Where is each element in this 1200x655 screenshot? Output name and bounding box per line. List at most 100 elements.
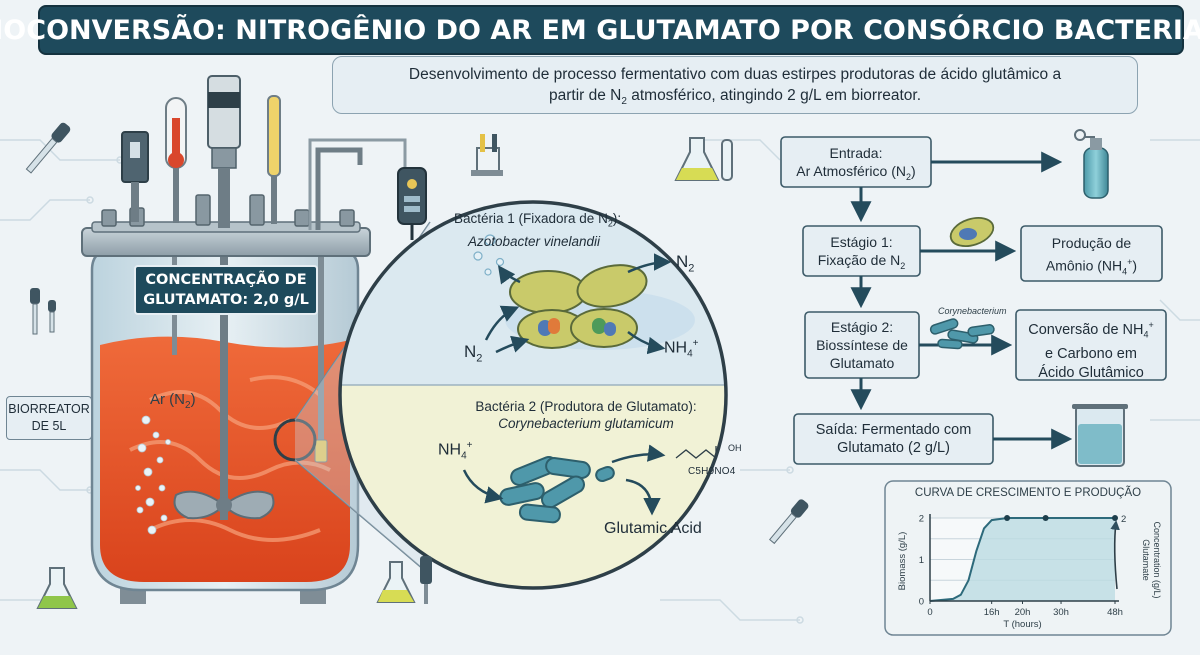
chart-right-tick-label: 2 [1121,514,1126,525]
side-label-line-1: BIORREATOR [8,402,90,416]
chart-title: CURVA DE CRESCIMENTO E PRODUÇÃO [914,487,1142,499]
concentration-label-line-1: CONCENTRAÇÃO DE [145,272,307,288]
producao-subscript: 4 [1122,266,1128,277]
chart-right-label-line-1: Glutamate [1141,539,1151,581]
chart-x-tick-label: 30h [1053,607,1069,618]
zoom-arrows-top [484,253,672,355]
beaker-icon [1072,404,1128,467]
chart-x-tick-label: 48h [1107,607,1123,618]
entrada-line-2: Ar Atmosférico (N2) [781,162,931,186]
nh4-input-label: NH4+ [438,440,473,462]
side-label-line-2: DE 5L [31,419,67,433]
estagio2-line-3: Glutamato [829,355,895,371]
chart-series-line [929,517,1115,602]
flow-arrows [850,151,1073,450]
conversao-text-part: Conversão de NH [1028,321,1144,338]
bacteria-2-line: Bactéria 2 (Produtora de Glutamato): [475,399,697,414]
bacteria-1-line: Bactéria 1 (Fixadora de N2): [454,210,621,233]
saida-text: Saída: Fermentado com Glutamato (2 g/L) [794,421,993,457]
producao-text-part: Amônio (NH [1045,257,1123,274]
chart-x-label: T (hours) [1003,619,1041,630]
estagio1-text: Estágio 1: Fixação de N2 [803,233,920,275]
concentration-label: CONCENTRAÇÃO DE GLUTAMATO: 2,0 g/L [134,265,318,315]
nh4-subscript: 4 [461,450,467,462]
conversao-line-1: Conversão de NH4+ [1016,316,1166,345]
chart-y-tick-label: 2 [919,514,924,525]
motor [207,75,241,228]
entrada-text: Entrada: Ar Atmosférico (N2) [781,144,931,186]
molecule-oh: OH [728,443,742,453]
saida-line-1: Saída: Fermentado com [815,422,972,438]
probe-rod [318,230,324,455]
subtitle-text: atmosférico, atingindo 2 g/L em biorreat… [626,87,922,104]
concentration-label-line-2: GLUTAMATO: 2,0 g/L [143,292,309,308]
gas-cylinder-icon [1074,129,1109,199]
nh4-superscript: + [692,338,699,349]
producao-text-part: ) [1132,257,1138,274]
controller-device [397,167,427,240]
entrada-line-1: Entrada: [829,145,883,161]
box-conversao [1015,309,1167,381]
probe-tip [314,439,328,463]
pipette-icon-left [30,288,56,335]
flask-icon-bottom-left [36,567,78,609]
bacteria-1-text: Bactéria 1 (Fixadora de N [454,211,608,226]
chart-data-point [1042,515,1049,521]
page-title: BIOCONVERSÃO: NITROGÊNIO DO AR EM GLUTAM… [0,14,1200,46]
conversao-line-3: Ácido Glutâmico [1038,364,1144,381]
estagio1-line-1: Estágio 1: [830,234,893,250]
subtitle-line-2: partir de N2 atmosférico, atingindo 2 g/… [333,85,1137,112]
chart-y-label: Biomass (g/L) [897,532,908,591]
chart-x-tick-label: 20h [1015,607,1031,618]
conversao-superscript: + [1148,320,1154,330]
n2-output-label: N2 [676,252,694,274]
air-label-text: ) [190,391,196,408]
chart-right-axis-arrow [1110,520,1120,590]
n2-subscript: 2 [688,262,695,275]
zoom-bubbles [473,234,505,276]
bacteria-1-title: Bactéria 1 (Fixadora de N2): Azotobacter… [454,210,621,250]
air-label-text: Ar (N [150,391,185,408]
chart-y-tick-label: 0 [919,597,924,608]
estagio2-line-1: Estágio 2: [830,319,894,335]
nh4-superscript: + [466,440,473,451]
estagio2-line-2: Biossíntese de [816,337,908,353]
air-bubbles [135,415,171,535]
title-bar: BIOCONVERSÃO: NITROGÊNIO DO AR EM GLUTAM… [0,5,1200,55]
conversao-line-2: e Carbono em [1045,345,1137,362]
azotobacter-cells [509,264,648,349]
entrada-text-part: ) [911,163,916,179]
dropper-icon [25,122,71,174]
producao-line-2: Amônio (NH4+) [1021,253,1162,281]
bioreactor-side-label: BIORREATOR DE 5L [6,396,92,440]
entrada-subscript: 2 [906,171,912,182]
subtitle-text: partir de N [548,87,622,104]
chart-data-point [1004,515,1011,521]
chart-x-tick-label: 0 [927,607,932,618]
bacteria-1-text: ): [612,211,622,226]
bacteria-1-species: Azotobacter vinelandii [467,233,601,249]
zoom-arrows-bottom [462,444,666,516]
estagio1-text-part: Fixação de N [817,252,901,268]
electrode-icon [471,134,503,176]
producao-text: Produção de Amônio (NH4+) [1021,234,1162,281]
air-label: Ar (N2) [150,391,196,411]
bacteria-1-subscript: 2 [607,218,613,229]
entrada-text-part: Ar Atmosférico (N [796,163,906,179]
subtitle-line-1: Desenvolvimento de processo fermentativo… [408,66,1062,83]
chart-area [930,518,1115,601]
nh4-text: NH [664,339,688,357]
saida-line-2: Glutamato (2 g/L) [837,440,950,456]
box-producao [1020,225,1163,282]
chart-data-point [1112,515,1118,521]
corynebacterium-small-icon [929,318,995,350]
n2-input-label: N2 [464,342,482,364]
product-label: Glutamic Acid [604,520,702,537]
chart-x-tick-label: 16h [984,607,1000,618]
bacteria-2-title: Bactéria 2 (Produtora de Glutamato): Cor… [446,398,726,432]
subtitle-subscript: 2 [621,96,627,108]
